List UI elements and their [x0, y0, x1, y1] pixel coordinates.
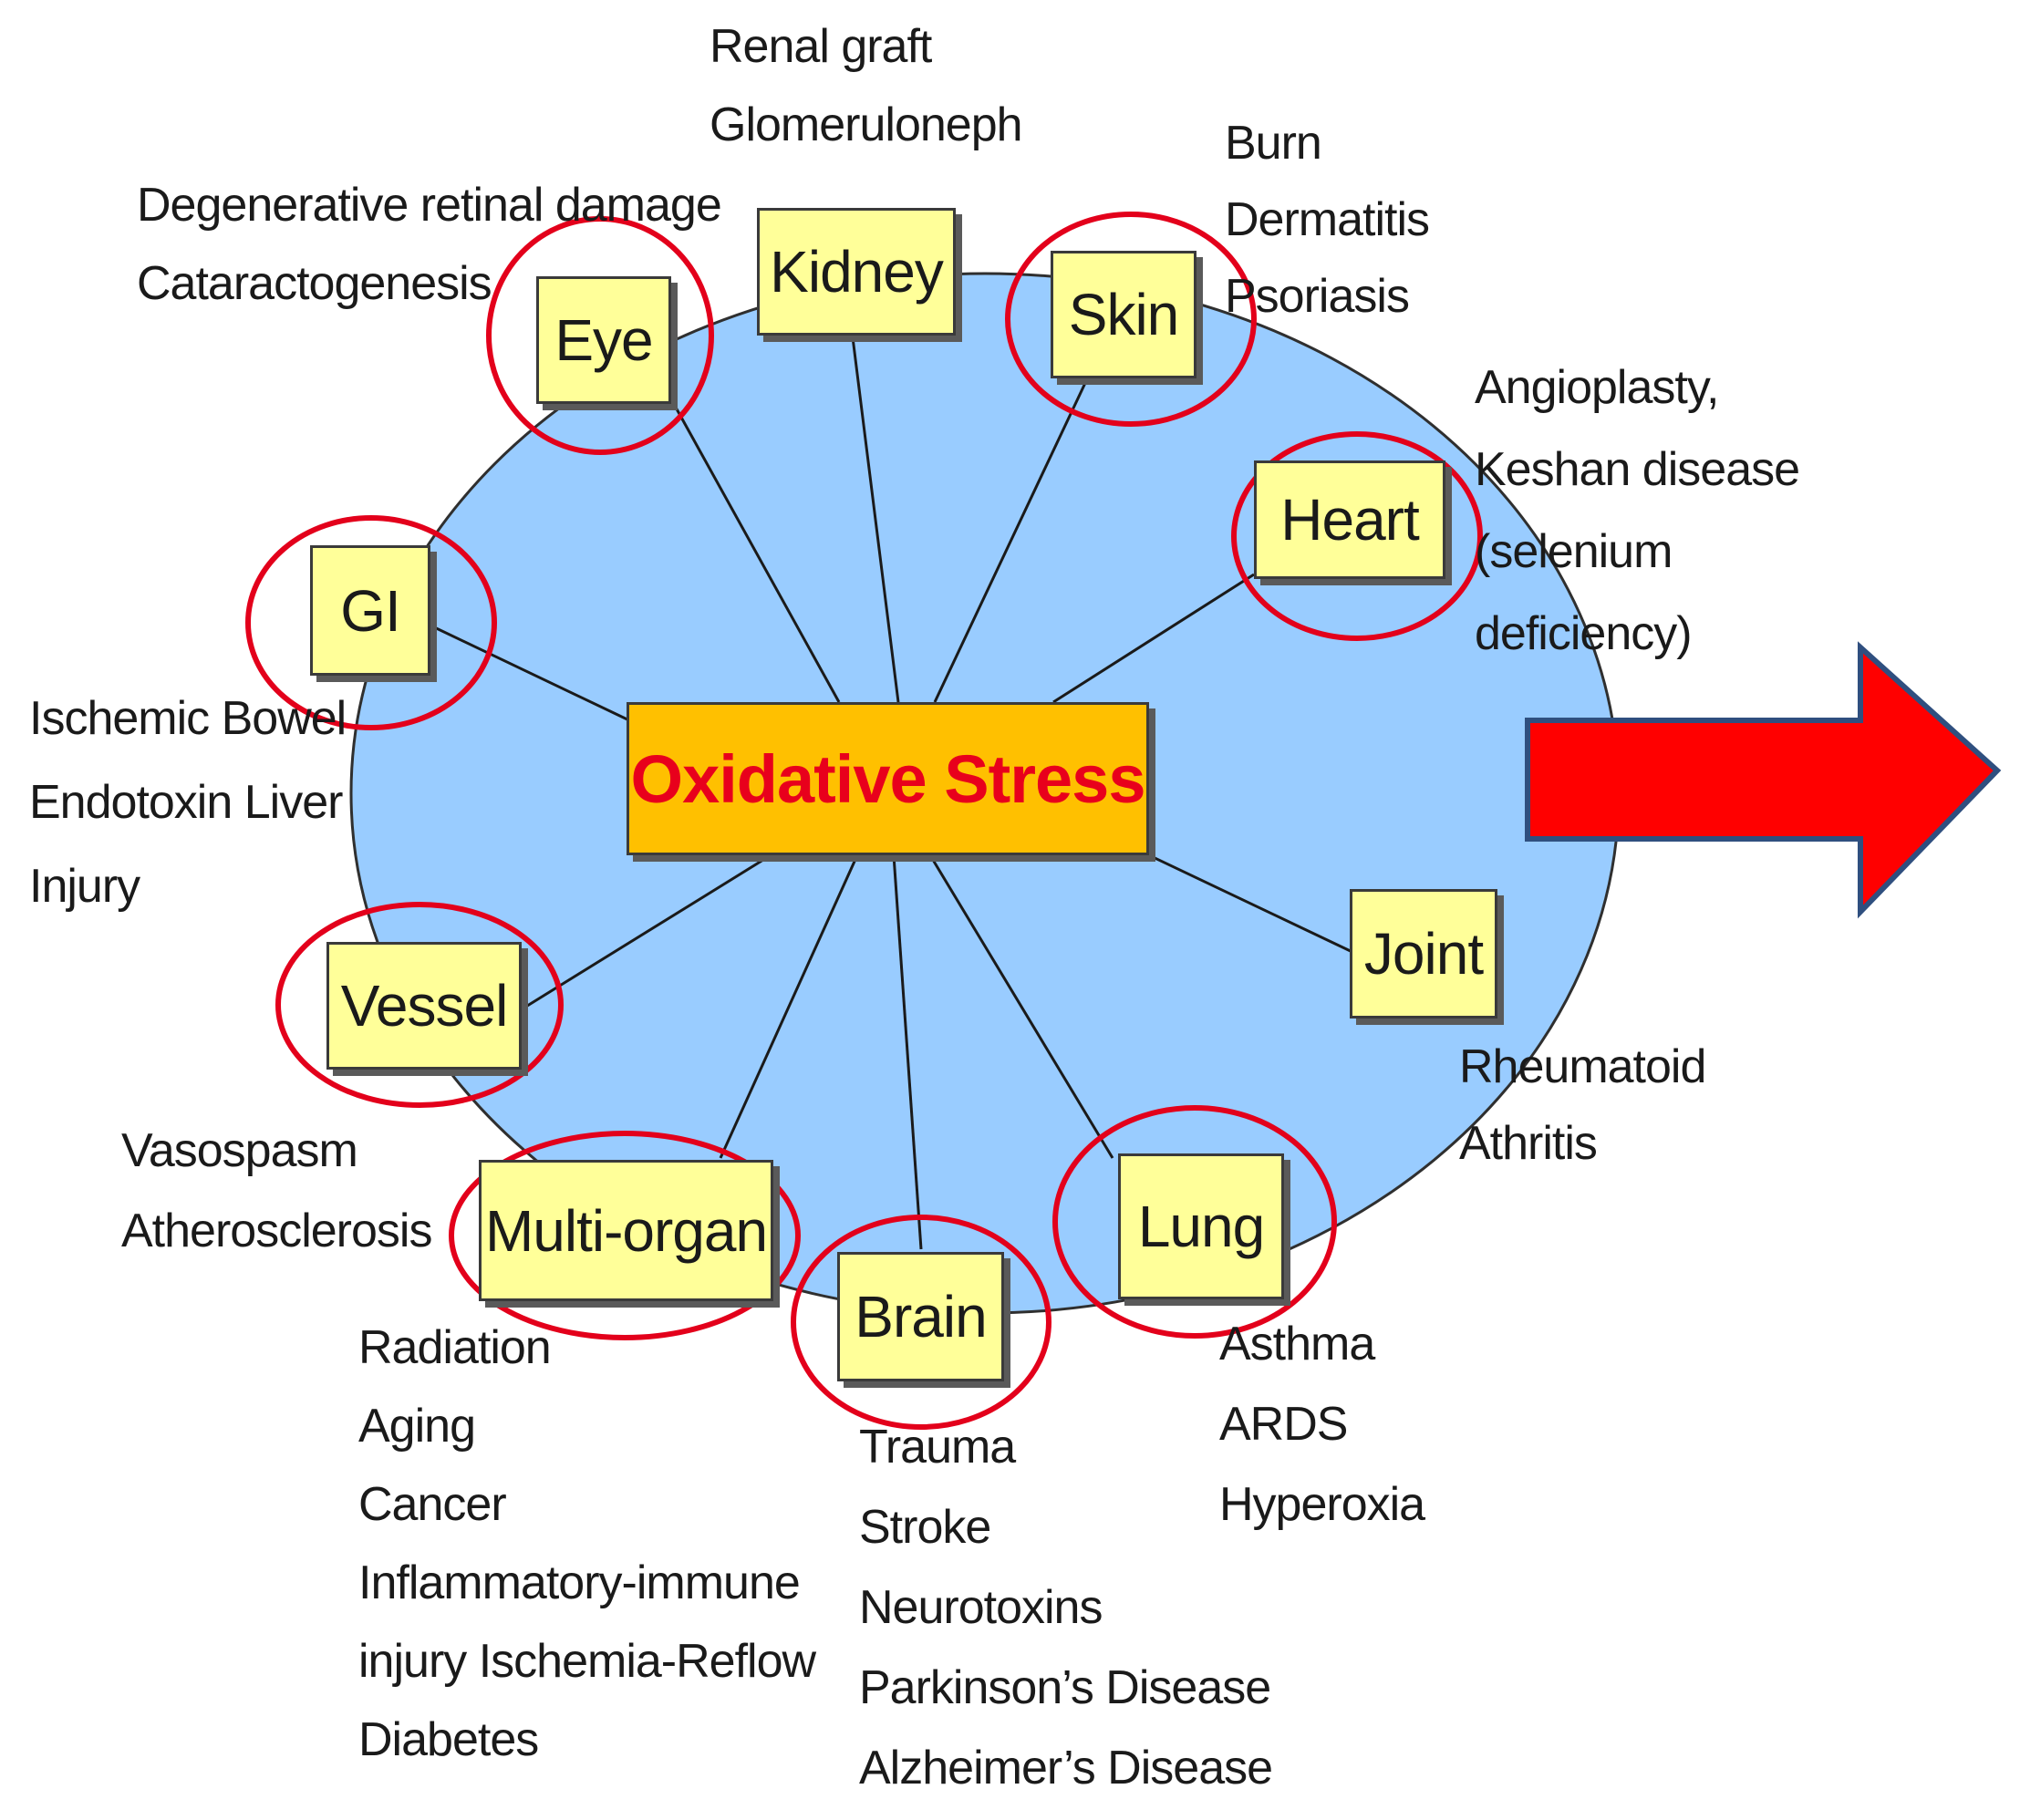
circle-heart	[1231, 431, 1483, 641]
condition-text: Ischemic Bowel	[29, 692, 347, 745]
conditions-vessel: Vasospasm Atherosclerosis	[121, 1111, 432, 1271]
line-gi	[428, 623, 630, 722]
conditions-lung: Asthma ARDS Hyperoxia	[1219, 1304, 1425, 1545]
organ-box-kidney: Kidney	[757, 208, 956, 336]
condition-text: Renal graft	[710, 20, 932, 73]
organ-box-joint: Joint	[1350, 889, 1497, 1019]
condition-text: Burn	[1225, 117, 1322, 170]
circle-brain	[791, 1215, 1051, 1430]
line-joint	[1148, 853, 1355, 955]
condition-text: Injury	[29, 860, 140, 913]
condition-text: Hyperoxia	[1219, 1478, 1425, 1531]
conditions-gi: Ischemic Bowel Endotoxin Liver Injury	[29, 677, 347, 928]
conditions-heart: Angioplasty, Keshan disease (selenium de…	[1475, 346, 1800, 675]
condition-text: Psoriasis	[1225, 270, 1410, 323]
organ-label-brain: Brain	[855, 1284, 987, 1349]
condition-text: Radiation	[358, 1321, 552, 1374]
circle-vessel	[275, 902, 564, 1108]
condition-text: Dermatitis	[1225, 193, 1430, 246]
organ-label-heart: Heart	[1280, 487, 1419, 553]
conditions-multiorgan: Radiation Aging Cancer Inflammatory-immu…	[358, 1308, 816, 1779]
organ-label-multiorgan: Multi-organ	[484, 1197, 768, 1264]
highlight-circles	[245, 212, 1483, 1430]
condition-text: Angioplasty,	[1475, 361, 1719, 414]
circle-gi	[245, 515, 497, 730]
center-label: Oxidative Stress	[630, 740, 1146, 817]
conditions-joint: Rheumatoid Athritis	[1459, 1029, 1706, 1182]
circle-lung	[1052, 1105, 1337, 1339]
condition-text: Neurotoxins	[859, 1581, 1103, 1634]
organ-label-skin: Skin	[1068, 282, 1179, 347]
organ-label-lung: Lung	[1137, 1194, 1265, 1259]
organ-box-vessel: Vessel	[326, 942, 522, 1070]
organ-label-gi: GI	[340, 577, 401, 644]
condition-text: Inflammatory-immune	[358, 1556, 801, 1609]
condition-text: Diabetes	[358, 1713, 539, 1766]
organ-box-brain: Brain	[837, 1252, 1004, 1381]
conditions-eye: Degenerative retinal damage Cataractogen…	[137, 166, 722, 323]
condition-text: Keshan disease	[1475, 443, 1800, 496]
organ-box-eye: Eye	[536, 276, 671, 404]
center-box-oxidative-stress: Oxidative Stress	[627, 702, 1149, 855]
condition-text: Stroke	[859, 1501, 991, 1554]
line-skin	[933, 382, 1087, 703]
condition-text: injury Ischemia-Reflow	[358, 1635, 816, 1688]
conditions-skin: Burn Dermatitis Psoriasis	[1225, 105, 1430, 335]
condition-text: Alzheimer’s Disease	[859, 1742, 1273, 1794]
condition-text: Cataractogenesis	[137, 257, 492, 310]
condition-text: deficiency)	[1475, 607, 1693, 660]
line-vessel	[523, 853, 772, 1009]
line-eye	[673, 405, 841, 703]
organ-box-skin: Skin	[1051, 251, 1196, 378]
condition-text: Parkinson’s Disease	[859, 1661, 1271, 1714]
circle-skin	[1005, 212, 1257, 427]
arrow-right-icon	[1525, 641, 2002, 919]
circle-multiorgan	[449, 1131, 801, 1340]
connector-lines	[428, 336, 1355, 1250]
organ-box-gi: GI	[310, 545, 430, 676]
line-kidney	[851, 336, 900, 703]
circle-eye	[486, 216, 714, 455]
condition-text: Cancer	[358, 1478, 507, 1531]
organ-label-kidney: Kidney	[770, 239, 944, 305]
organ-label-eye: Eye	[554, 307, 653, 373]
line-lung	[928, 854, 1114, 1159]
line-brain	[892, 854, 923, 1250]
condition-text: Endotoxin Liver	[29, 776, 343, 829]
condition-text: Vasospasm	[121, 1124, 358, 1177]
condition-text: Degenerative retinal damage	[137, 179, 722, 232]
organ-box-heart: Heart	[1254, 460, 1445, 579]
organ-box-lung: Lung	[1118, 1153, 1284, 1299]
conditions-kidney: Renal graft Glomeruloneph	[710, 7, 1023, 164]
condition-text: Atherosclerosis	[121, 1205, 432, 1257]
organ-label-vessel: Vessel	[340, 973, 509, 1039]
condition-text: Glomeruloneph	[710, 98, 1023, 151]
conditions-brain: Trauma Stroke Neurotoxins Parkinson’s Di…	[859, 1407, 1273, 1808]
condition-text: Aging	[358, 1400, 476, 1453]
condition-text: Rheumatoid	[1459, 1040, 1706, 1093]
organ-label-joint: Joint	[1363, 921, 1484, 987]
condition-text: ARDS	[1219, 1398, 1348, 1451]
line-heart	[1052, 573, 1255, 704]
condition-text: Trauma	[859, 1421, 1016, 1474]
line-multiorgan	[719, 854, 859, 1159]
condition-text: (selenium	[1475, 525, 1673, 578]
condition-text: Asthma	[1219, 1318, 1375, 1370]
organ-box-multiorgan: Multi-organ	[479, 1160, 773, 1301]
condition-text: Athritis	[1459, 1117, 1598, 1170]
